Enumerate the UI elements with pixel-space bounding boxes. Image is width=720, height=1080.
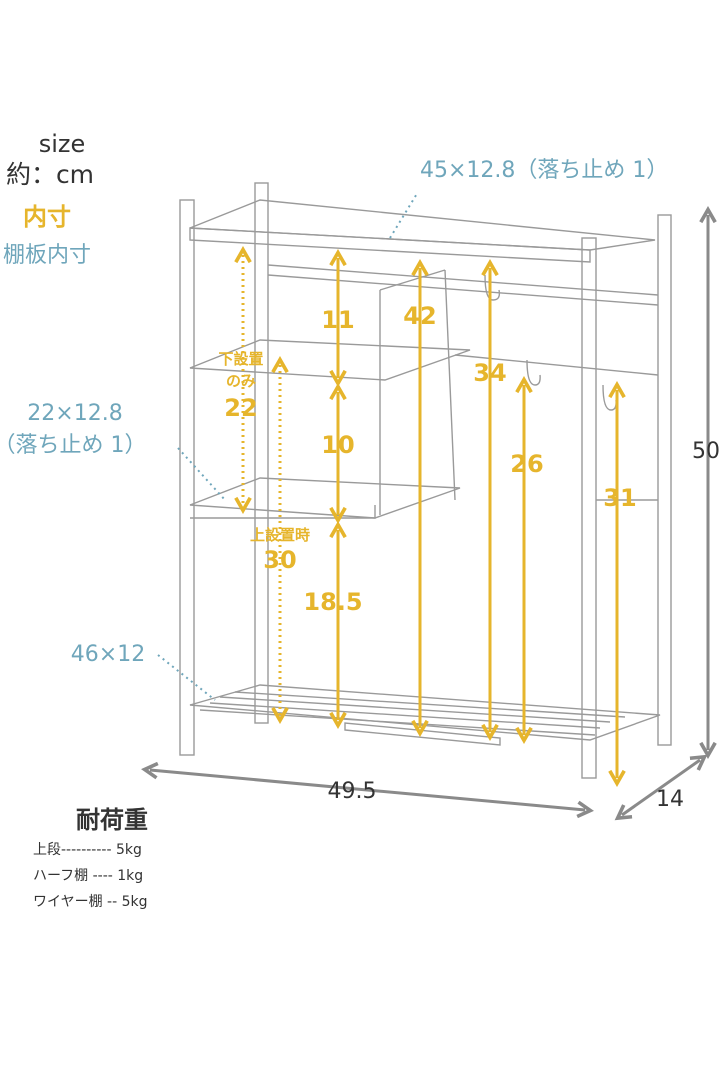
lower-only-label-2: のみ <box>226 372 256 390</box>
rack-drawing <box>179 182 672 779</box>
front-left-pole <box>179 199 195 756</box>
dim-26: 26 <box>510 450 543 478</box>
wire-shelf-size: 46×12 <box>71 642 145 667</box>
depth-arrow <box>614 754 708 821</box>
unit-label: 約：cm <box>6 160 94 189</box>
width-value: 49.5 <box>328 779 377 804</box>
half-shelf-note: （落ち止め 1） <box>0 433 147 458</box>
top-shelf <box>189 199 656 251</box>
load-title: 耐荷重 <box>76 806 148 834</box>
lower-only-label: 下設置 <box>218 350 263 368</box>
half-shelf-size: 22×12.8 <box>27 401 122 426</box>
load-row-top: 上段---------- 5kg <box>33 842 142 858</box>
dim-34: 34 <box>473 359 506 387</box>
back-left-pole <box>254 182 269 724</box>
leader-wire <box>157 654 216 701</box>
upper-position-label: 上設置時 <box>250 526 310 544</box>
dim-10: 10 <box>321 431 354 459</box>
front-right-pole <box>581 237 597 779</box>
dim-18-5: 18.5 <box>303 588 362 616</box>
dim-30: 30 <box>263 546 296 574</box>
dim-31: 31 <box>603 484 636 512</box>
shelf-inner-legend: 棚板内寸 <box>3 243 91 268</box>
depth-value: 14 <box>656 787 684 812</box>
top-shelf-size: 45×12.8（落ち止め 1） <box>420 158 668 183</box>
load-row-wire: ワイヤー棚 -- 5kg <box>33 894 148 910</box>
height-value: 50 <box>692 439 720 464</box>
dim-42: 42 <box>403 302 436 330</box>
width-arrow <box>141 761 594 819</box>
leader-half <box>177 447 226 501</box>
inner-legend: 内寸 <box>23 203 71 231</box>
back-right-pole <box>657 214 672 746</box>
dim-11: 11 <box>321 306 354 334</box>
load-row-half: ハーフ棚 ---- 1kg <box>33 868 143 884</box>
dim-22: 22 <box>224 394 257 422</box>
size-title: size <box>39 130 86 158</box>
